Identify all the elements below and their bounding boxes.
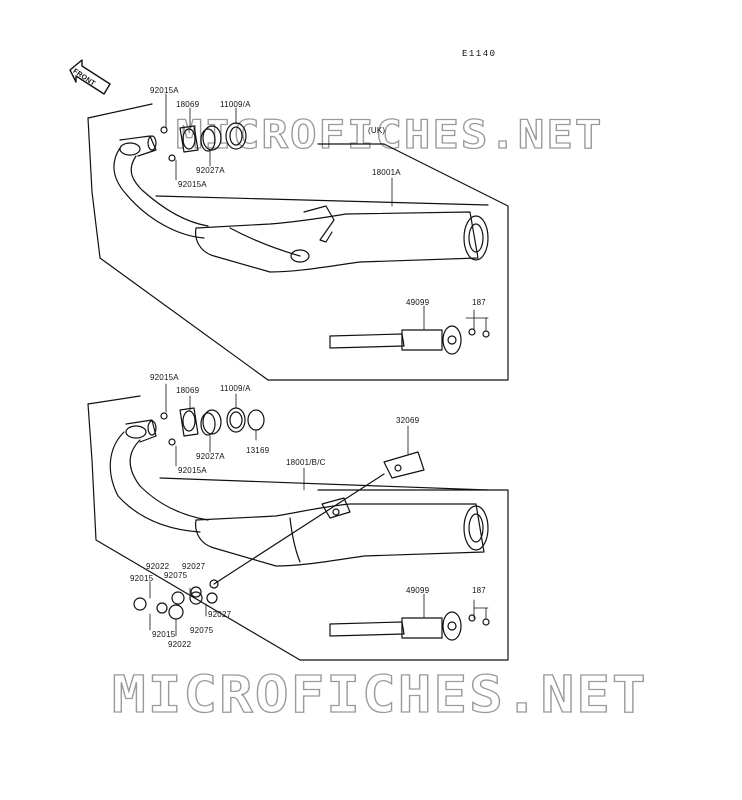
- watermark-bottom: MICROFICHES.NET: [111, 665, 648, 725]
- lower-mount-parts: [133, 579, 219, 620]
- upper-part-collar: 92027A: [196, 166, 225, 175]
- lower-part-92075-b: 92075: [190, 626, 214, 635]
- lower-joint-parts: [160, 407, 265, 446]
- lower-part-muffler: 18001/B/C: [286, 458, 326, 467]
- diagram-code: E1140: [462, 49, 497, 59]
- lower-assembly-frame: [87, 395, 509, 661]
- upper-part-nut-top: 92015A: [150, 86, 179, 95]
- upper-exhaust-pipe: [113, 135, 209, 239]
- upper-assembly-frame: [87, 103, 509, 381]
- upper-joint-parts: [160, 122, 247, 162]
- lower-part-bracket: 32069: [396, 416, 420, 425]
- lower-part-nut-top: 92015A: [150, 373, 179, 382]
- lower-baffle-rod: [329, 611, 490, 641]
- upper-baffle-rod: [329, 325, 490, 355]
- upper-part-baffle: 49099: [406, 298, 430, 307]
- upper-part-muffler: 18001A: [372, 168, 401, 177]
- lower-part-gasket: 11009/A: [220, 384, 251, 393]
- lower-part-flange: 18069: [176, 386, 200, 395]
- upper-leader-lines: [165, 93, 489, 331]
- lower-bracket: [213, 451, 425, 585]
- upper-part-screw: 187: [472, 298, 486, 307]
- upper-part-nut-bottom: 92015A: [178, 180, 207, 189]
- lower-part-92015-a: 92015: [130, 574, 154, 583]
- lower-part-92022-a: 92022: [146, 562, 170, 571]
- lower-exhaust-pipe: [109, 419, 209, 533]
- lower-part-nut-bottom: 92015A: [178, 466, 207, 475]
- lower-part-92075-a: 92075: [164, 571, 188, 580]
- lower-part-92027-a: 92027: [182, 562, 206, 571]
- lower-muffler-body: [195, 497, 489, 567]
- lower-part-collar: 92027A: [196, 452, 225, 461]
- upper-part-flange: 18069: [176, 100, 200, 109]
- lower-part-92027-b: 92027: [208, 610, 232, 619]
- upper-variant-label: (UK): [368, 126, 386, 135]
- lower-part-92015-b: 92015: [152, 630, 176, 639]
- upper-part-gasket: 11009/A: [220, 100, 251, 109]
- upper-muffler-body: [195, 205, 489, 273]
- front-arrow-icon: [69, 59, 111, 95]
- lower-part-washer: 13169: [246, 446, 270, 455]
- lower-part-screw: 187: [472, 586, 486, 595]
- lower-part-baffle: 49099: [406, 586, 430, 595]
- lower-leader-lines: [149, 383, 489, 637]
- lower-part-92022-b: 92022: [168, 640, 192, 649]
